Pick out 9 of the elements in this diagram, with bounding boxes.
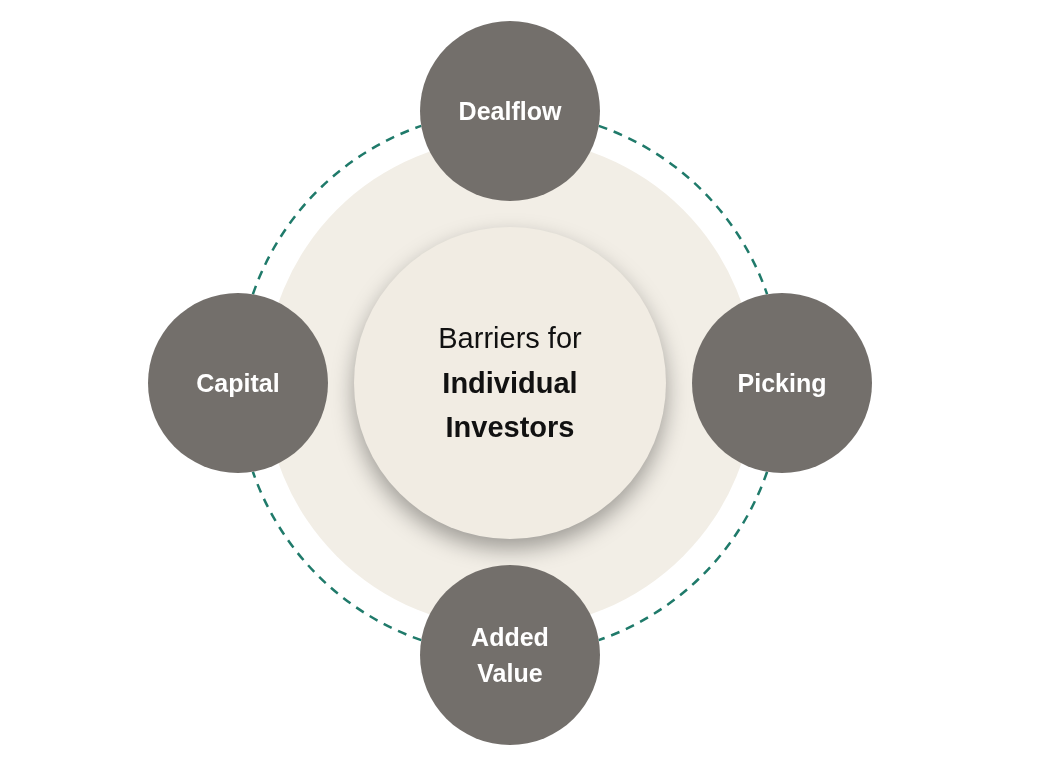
dashed-connector	[251, 124, 422, 295]
dashed-connector	[251, 471, 422, 642]
center-title: Barriers for Individual Investors	[437, 320, 583, 446]
dashed-connector	[598, 124, 769, 295]
barrier-label: Capital	[196, 367, 280, 399]
barrier-label: Dealflow	[458, 95, 562, 127]
barrier-label: Picking	[737, 367, 827, 399]
dashed-connector	[598, 471, 769, 642]
barrier-label: Added Value	[470, 621, 550, 689]
